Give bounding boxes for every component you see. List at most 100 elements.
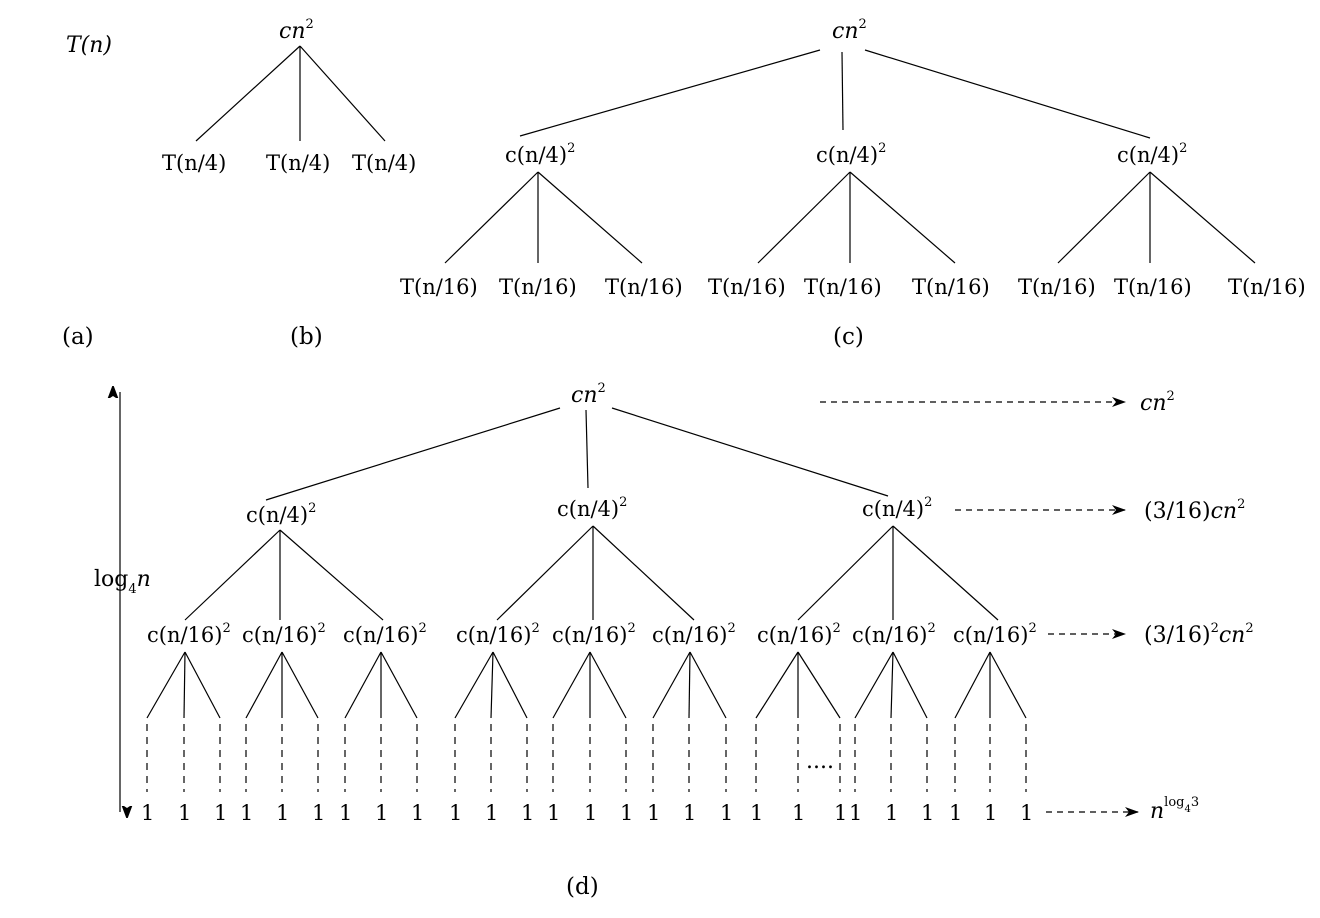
panel-b-root-exp: 2	[306, 17, 314, 32]
edge	[279, 529, 384, 621]
edge	[184, 529, 281, 621]
panel-c-l2-node: T(n/16)	[912, 275, 990, 299]
leaf-node: 1	[849, 801, 862, 825]
leaf-edge	[490, 651, 494, 719]
leaf-edge	[890, 651, 894, 719]
edge	[892, 525, 999, 621]
leaf-edge	[344, 651, 382, 719]
panel-d-l2-node: c(n/16)2	[147, 621, 231, 647]
leaf-edge	[989, 651, 1027, 719]
height-label: log4n	[94, 567, 151, 597]
level-cost-2: (3/16)2cn2	[1144, 621, 1254, 648]
edge	[849, 171, 956, 264]
edge	[757, 171, 851, 264]
level-cost-3: nlog43	[1150, 795, 1199, 824]
panel-d-l1-node: c(n/4)2	[862, 495, 932, 521]
panel-d-l2-node: c(n/16)2	[757, 621, 841, 647]
leaf-edge	[184, 651, 221, 719]
leaf-edge	[552, 651, 591, 719]
edge	[1149, 171, 1256, 264]
edge	[537, 171, 643, 264]
edge	[585, 409, 589, 489]
leaf-node: 1	[885, 801, 898, 825]
panel-a-root: T(n)	[66, 33, 112, 58]
panel-a: T(n) (a)	[62, 33, 112, 350]
leaf-node: 1	[240, 801, 253, 825]
leaf-edge	[652, 651, 691, 719]
edge	[611, 407, 889, 497]
leaf-edge	[183, 651, 186, 719]
panel-c-l1-node: c(n/4)2	[1117, 141, 1187, 167]
leaf-edge	[454, 651, 494, 719]
leaf-edge	[146, 651, 186, 719]
panel-c-l2-node: T(n/16)	[708, 275, 786, 299]
leaf-edge	[245, 651, 283, 719]
panel-c-l2-node: T(n/16)	[804, 275, 882, 299]
level-cost-0: cn2	[1140, 389, 1175, 416]
leaf-node: 1	[949, 801, 962, 825]
panel-d-l2-node: c(n/16)2	[852, 621, 936, 647]
leaf-node: 1	[984, 801, 997, 825]
panel-b-root-cn: cn	[279, 19, 306, 44]
leaf-dashes	[146, 724, 1027, 792]
panel-c-l2-node: T(n/16)	[1018, 275, 1096, 299]
edge	[592, 525, 695, 621]
panel-c: cn2 c(n/4)2 c(n/4)2 c(n/4)2 T(n/16) T(n/…	[400, 17, 1306, 350]
leaf-edges	[146, 651, 1027, 719]
edge	[841, 51, 844, 131]
leaf-edge	[689, 651, 727, 719]
panel-c-l2-node: T(n/16)	[1114, 275, 1192, 299]
leaf-node: 1	[750, 801, 763, 825]
panel-b-child: T(n/4)	[162, 151, 226, 175]
leaf-node: 1	[276, 801, 289, 825]
leaf-node: 1	[141, 801, 154, 825]
panel-b-root: cn2	[279, 17, 314, 44]
edge	[1057, 171, 1151, 264]
panel-c-l2-node: T(n/16)	[605, 275, 683, 299]
leaf-node: 1	[375, 801, 388, 825]
panel-c-l2-node: T(n/16)	[400, 275, 478, 299]
leaf-node: 1	[312, 801, 325, 825]
edge	[444, 171, 539, 264]
panel-d-l2-node: c(n/16)2	[343, 621, 427, 647]
ellipsis: ....	[806, 749, 834, 774]
edge	[195, 45, 301, 142]
leaf-node: 1	[178, 801, 191, 825]
leaf-node: 1	[547, 801, 560, 825]
level-cost-1: (3/16)cn2	[1144, 497, 1245, 524]
panel-b: cn2 T(n/4) T(n/4) T(n/4) (b)	[162, 17, 416, 350]
panel-c-l2-node: T(n/16)	[499, 275, 577, 299]
leaf-node: 1	[449, 801, 462, 825]
panel-d-l2-node: c(n/16)2	[456, 621, 540, 647]
panel-b-child: T(n/4)	[266, 151, 330, 175]
leaf-edge	[492, 651, 528, 719]
leaf-node: 1	[720, 801, 733, 825]
edge	[496, 525, 594, 621]
leaf-edge	[281, 651, 319, 719]
panel-d: log4n cn2 c(n/4)2 c(n/4)2 c(n/4)2 c(n/16…	[94, 381, 1254, 900]
panel-c-l2-node: T(n/16)	[1228, 275, 1306, 299]
edge	[519, 49, 821, 137]
panel-c-root: cn2	[832, 17, 867, 44]
leaf-edge	[755, 651, 799, 719]
panel-d-label: (d)	[566, 874, 599, 900]
panel-b-label: (b)	[290, 324, 323, 350]
leaf-node: 1	[1020, 801, 1033, 825]
leaf-node: 1	[339, 801, 352, 825]
panel-b-child: T(n/4)	[352, 151, 416, 175]
leaf-node: 1	[584, 801, 597, 825]
panel-c-l1-node: c(n/4)2	[816, 141, 886, 167]
panel-c-l1-node: c(n/4)2	[505, 141, 575, 167]
leaf-node: 1	[485, 801, 498, 825]
leaf-node: 1	[214, 801, 227, 825]
panel-d-l2-node: c(n/16)2	[652, 621, 736, 647]
leaf-edge	[892, 651, 928, 719]
leaf-node: 1	[921, 801, 934, 825]
panel-d-l1-node: c(n/4)2	[557, 495, 627, 521]
panel-d-l2-node: c(n/16)2	[953, 621, 1037, 647]
leaf-edge	[797, 651, 841, 719]
panel-d-l1-node: c(n/4)2	[246, 501, 316, 527]
edge	[797, 525, 894, 621]
